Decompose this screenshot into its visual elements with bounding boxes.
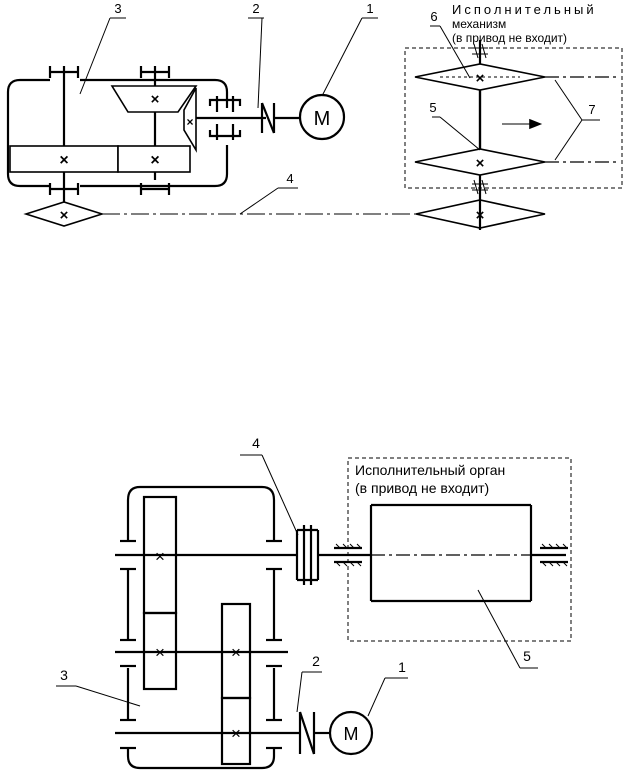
bottom-gearbox-housing	[126, 485, 276, 770]
top-label-6: 6	[430, 9, 437, 24]
top-label-2: 2	[252, 1, 259, 16]
gear-center-mark: ×	[151, 91, 160, 108]
bottom-leader-lines	[56, 454, 538, 717]
bottom-motor-label: М	[344, 724, 359, 744]
bottom-executive-title: Исполнительный орган	[355, 462, 505, 478]
bottom-label-1: 1	[398, 659, 406, 675]
gear-center-mark: ×	[155, 547, 165, 566]
bottom-drive-scheme: × × × × Исполнительный орган (в привод н…	[56, 435, 572, 770]
top-label-3: 3	[114, 1, 121, 16]
top-motor-label: М	[314, 108, 331, 130]
top-leader-lines	[79, 17, 600, 215]
gear-center-mark: ×	[150, 152, 159, 169]
top-label-1: 1	[366, 1, 373, 16]
top-drive-scheme: × × × × М × ×	[6, 1, 623, 230]
gear-center-mark: ×	[59, 152, 68, 169]
top-executive-bearings	[472, 43, 488, 195]
bottom-label-3: 3	[60, 667, 68, 683]
gear-center-mark: ×	[476, 155, 485, 172]
bottom-drum	[369, 503, 533, 603]
bottom-label-2: 2	[312, 653, 320, 669]
top-label-5: 5	[429, 100, 436, 115]
bottom-label-5: 5	[523, 648, 531, 664]
top-label-7: 7	[588, 102, 595, 117]
top-executive-subtitle: механизм	[452, 17, 506, 31]
top-label-4: 4	[286, 171, 293, 186]
top-executive-title: Исполнительный	[452, 2, 597, 17]
gear-center-mark: ×	[231, 724, 241, 743]
top-bevel-gear-vertical	[183, 87, 197, 153]
gear-center-mark: ×	[60, 207, 69, 224]
gear-center-mark: ×	[231, 643, 241, 662]
bottom-drum-bearings	[334, 543, 568, 567]
bottom-executive-note: (в привод не входит)	[355, 480, 489, 496]
bottom-coupling	[295, 525, 320, 585]
top-bevel-gear-horizontal	[110, 85, 198, 113]
bottom-bearings	[120, 539, 282, 750]
top-gearbox-housing	[6, 78, 229, 188]
bottom-brake-element	[298, 711, 316, 755]
top-executive-note: (в привод не входит)	[452, 31, 567, 45]
top-spur-gear-small	[117, 145, 191, 173]
bottom-gear-intermediate-small	[142, 611, 178, 691]
top-executive-box	[404, 47, 623, 189]
top-bearings	[48, 66, 171, 195]
bottom-gear-input	[220, 696, 252, 766]
top-spur-gear-large	[9, 145, 119, 173]
gear-center-mark: ×	[186, 115, 193, 129]
gear-center-mark: ×	[476, 70, 485, 87]
gear-center-mark: ×	[155, 643, 165, 662]
top-coupling	[196, 96, 266, 140]
bottom-label-4: 4	[252, 435, 260, 451]
bottom-motor	[328, 710, 374, 756]
